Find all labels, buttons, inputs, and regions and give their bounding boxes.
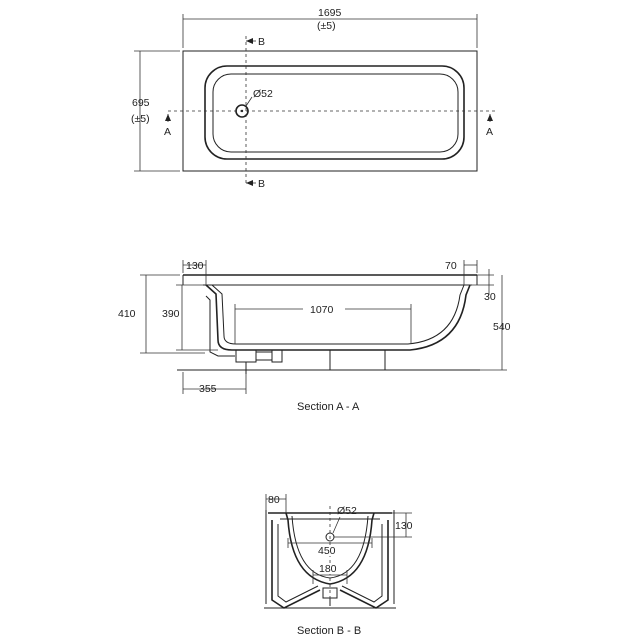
b-dim-130-label: 130 — [395, 520, 413, 532]
dim-410-label: 410 — [118, 308, 136, 320]
tub-profile-inner — [211, 284, 465, 345]
b-cradle-left-inner — [277, 524, 319, 603]
dim-540-label: 540 — [493, 321, 511, 333]
depth-tolerance: (±5) — [131, 113, 150, 125]
trap-fitting — [271, 349, 283, 363]
dim-390-label: 390 — [162, 308, 180, 320]
width-tolerance: (±5) — [317, 20, 336, 32]
section-a-right-label: A — [486, 126, 493, 138]
section-b-bottom-label: B — [258, 178, 265, 190]
b-cradle-left — [271, 520, 321, 609]
b-dim-180-label: 180 — [319, 563, 337, 575]
section-a-right-arrow — [487, 114, 493, 121]
bath-basin-outer — [204, 65, 465, 160]
trap-body — [235, 349, 257, 363]
depth-value: 695 — [132, 97, 150, 109]
dim-30-label: 30 — [484, 291, 496, 303]
waste-leader — [245, 96, 253, 107]
bath-basin-inner — [212, 73, 459, 153]
dim-70-label: 70 — [445, 260, 457, 272]
b-dim-450-bg — [316, 545, 344, 556]
section-a-a: 130 70 30 410 390 1070 540 — [118, 260, 511, 413]
plan-view: Ø52 A A B B 1695 (±5) 695 (±5) — [131, 7, 496, 190]
section-a-left-label: A — [164, 126, 171, 138]
section-b-top-label: B — [258, 36, 265, 48]
overflow-pipe — [205, 295, 235, 357]
tub-profile-outer — [205, 284, 471, 351]
b-dim-80-label: 80 — [268, 494, 280, 506]
b-dim-450-label: 450 — [318, 545, 336, 557]
dim-355-label: 355 — [199, 383, 217, 395]
dim-1070-label: 1070 — [310, 304, 334, 316]
trap-outlet — [255, 351, 273, 361]
section-b-top-arrow — [246, 38, 253, 44]
section-a-caption: Section A - A — [297, 401, 360, 413]
waste-diameter-label: Ø52 — [253, 88, 273, 100]
b-waste-leader — [332, 516, 341, 534]
width-value: 1695 — [318, 7, 342, 19]
b-cradle-right-inner — [341, 524, 383, 603]
section-b-caption: Section B - B — [297, 625, 361, 637]
b-dim-180-bg — [318, 564, 340, 574]
section-a-left-arrow — [165, 114, 171, 121]
dim-130-label: 130 — [186, 260, 204, 272]
b-waste-diameter-label: Ø52 — [337, 505, 357, 517]
b-cradle-right — [339, 520, 389, 609]
section-b-b: 80 Ø52 130 450 180 Section B - B — [264, 494, 413, 637]
section-b-bottom-arrow — [246, 180, 253, 186]
